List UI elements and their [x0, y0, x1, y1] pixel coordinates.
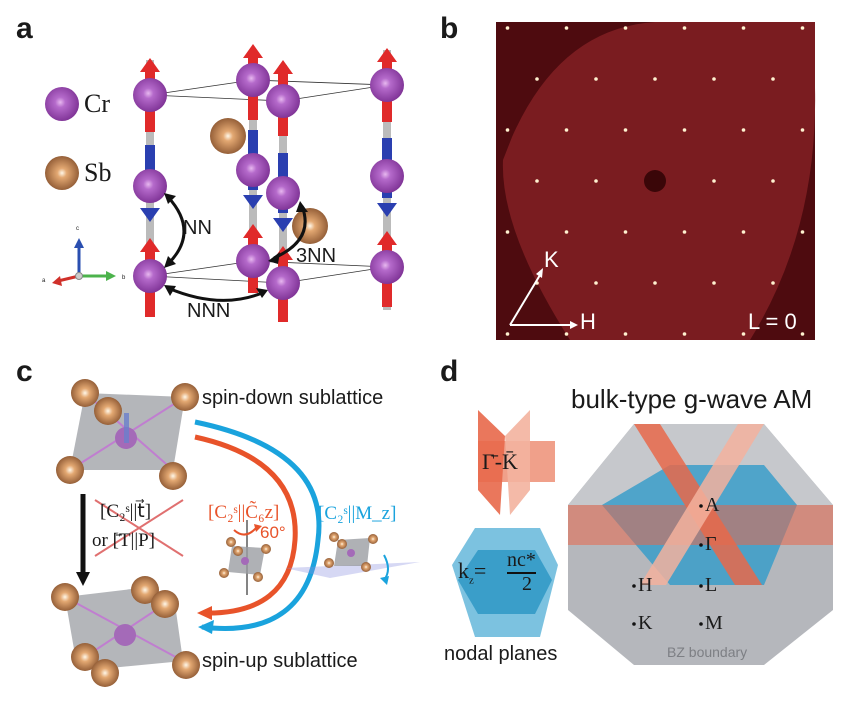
- mirror-operation-label: [C₂ˢ||M_z]: [318, 503, 397, 524]
- bragg-spot: [623, 332, 628, 336]
- bragg-spot: [682, 230, 687, 234]
- spin-down-label: spin-down sublattice: [202, 387, 384, 409]
- panel-c-symmetry: [51, 379, 420, 687]
- coupling-nn-label: NN: [183, 217, 212, 239]
- panel-letter-c: c: [16, 355, 33, 388]
- bragg-spot: [564, 230, 569, 234]
- bragg-spot: [682, 128, 687, 132]
- rotation-operation-label: [C₂ˢ||C̃₆z]: [208, 502, 280, 523]
- h-axis-label: H: [580, 309, 596, 334]
- bragg-spot: [505, 332, 510, 336]
- bragg-spot: [653, 281, 657, 285]
- k-axis-label: K: [544, 247, 559, 272]
- axis-triad: [52, 238, 116, 286]
- octahedron-spin-up: [51, 576, 200, 687]
- point-m: M: [705, 612, 723, 634]
- small-octahedron-rotation: [219, 520, 271, 595]
- legend-sb-swatch: [45, 156, 79, 190]
- bragg-spot: [800, 230, 805, 234]
- bragg-spot: [712, 281, 716, 285]
- legend-cr-swatch: [45, 87, 79, 121]
- point-gamma: Γ: [705, 533, 717, 555]
- gamma-k-label: Γ̄-K̄: [482, 449, 518, 474]
- coupling-3nn-label: 3NN: [296, 245, 337, 267]
- bragg-spot: [505, 230, 510, 234]
- bz-title: bulk-type g-wave AM: [571, 384, 813, 414]
- bragg-spot: [771, 281, 775, 285]
- bragg-spot: [771, 77, 775, 81]
- bragg-spot: [535, 179, 539, 183]
- octahedron-spin-down: [56, 379, 199, 490]
- bragg-spot: [741, 332, 746, 336]
- hk-axes-arrows: [509, 268, 578, 329]
- kz-sub: z: [469, 574, 474, 587]
- kz-label: kz=: [458, 558, 487, 587]
- bragg-spot: [712, 179, 716, 183]
- beam-stop: [644, 170, 666, 192]
- kz-numerator: nc*: [507, 549, 536, 574]
- bragg-spot: [564, 128, 569, 132]
- rotation-angle-label: 60°: [260, 523, 286, 542]
- bragg-spot: [712, 77, 716, 81]
- bragg-spot: [653, 77, 657, 81]
- coupling-nnn-label: NNN: [187, 300, 231, 322]
- panel-letter-b: b: [440, 12, 459, 45]
- kz-denominator: 2: [522, 573, 532, 595]
- bragg-spot: [505, 26, 510, 30]
- panel-letter-d: d: [440, 355, 459, 388]
- nodal-plane-gamma-k: [478, 410, 555, 515]
- bragg-spot: [594, 77, 598, 81]
- bragg-spot: [594, 281, 598, 285]
- bragg-spot: [682, 26, 687, 30]
- bragg-spot: [623, 128, 628, 132]
- cr-atoms: [133, 63, 404, 300]
- panel-b-diffraction: [496, 22, 816, 340]
- legend-sb-label: Sb: [84, 158, 112, 187]
- bragg-spot: [741, 26, 746, 30]
- bragg-spot: [564, 26, 569, 30]
- coupling-arrows: [166, 195, 307, 302]
- bragg-spot: [623, 26, 628, 30]
- bragg-spot: [682, 332, 687, 336]
- kz-lhs: k: [458, 558, 469, 583]
- axis-c-label: c: [76, 226, 79, 232]
- point-a: A: [705, 494, 720, 516]
- bragg-spot: [564, 332, 569, 336]
- forbidden-operation-1: [C₂ˢ||t⃗]: [100, 501, 152, 522]
- bragg-spot: [741, 128, 746, 132]
- high-symmetry-points: [632, 504, 703, 626]
- bragg-spot: [800, 128, 805, 132]
- nodal-planes-caption: nodal planes: [444, 643, 558, 665]
- mirror-arc: [194, 419, 322, 631]
- plane-label: L = 0: [748, 309, 797, 334]
- bragg-spot: [771, 179, 775, 183]
- bragg-spot: [741, 230, 746, 234]
- spin-up-label: spin-up sublattice: [202, 650, 358, 672]
- bragg-spot: [505, 128, 510, 132]
- point-k: K: [638, 612, 653, 634]
- axis-a-label: a: [42, 278, 46, 284]
- bragg-spot: [535, 77, 539, 81]
- rotation-arc: [194, 434, 298, 616]
- bragg-spot: [594, 179, 598, 183]
- legend-cr-label: Cr: [84, 89, 110, 118]
- bragg-spot: [623, 230, 628, 234]
- bragg-spot: [800, 332, 805, 336]
- panel-a-structure: [45, 44, 404, 322]
- bragg-spots: [505, 26, 805, 336]
- forbidden-operation-2: or [̄T||P]: [92, 530, 156, 551]
- bragg-spot: [800, 26, 805, 30]
- small-octahedron-mirror: [285, 532, 420, 585]
- sb-atom: [210, 118, 246, 154]
- point-l: L: [705, 574, 718, 596]
- axis-b-label: b: [122, 275, 126, 281]
- nodal-plane-kz: [452, 528, 558, 637]
- panel-letter-a: a: [16, 12, 33, 45]
- bz-boundary-label: BZ boundary: [667, 644, 748, 660]
- point-h: H: [638, 574, 653, 596]
